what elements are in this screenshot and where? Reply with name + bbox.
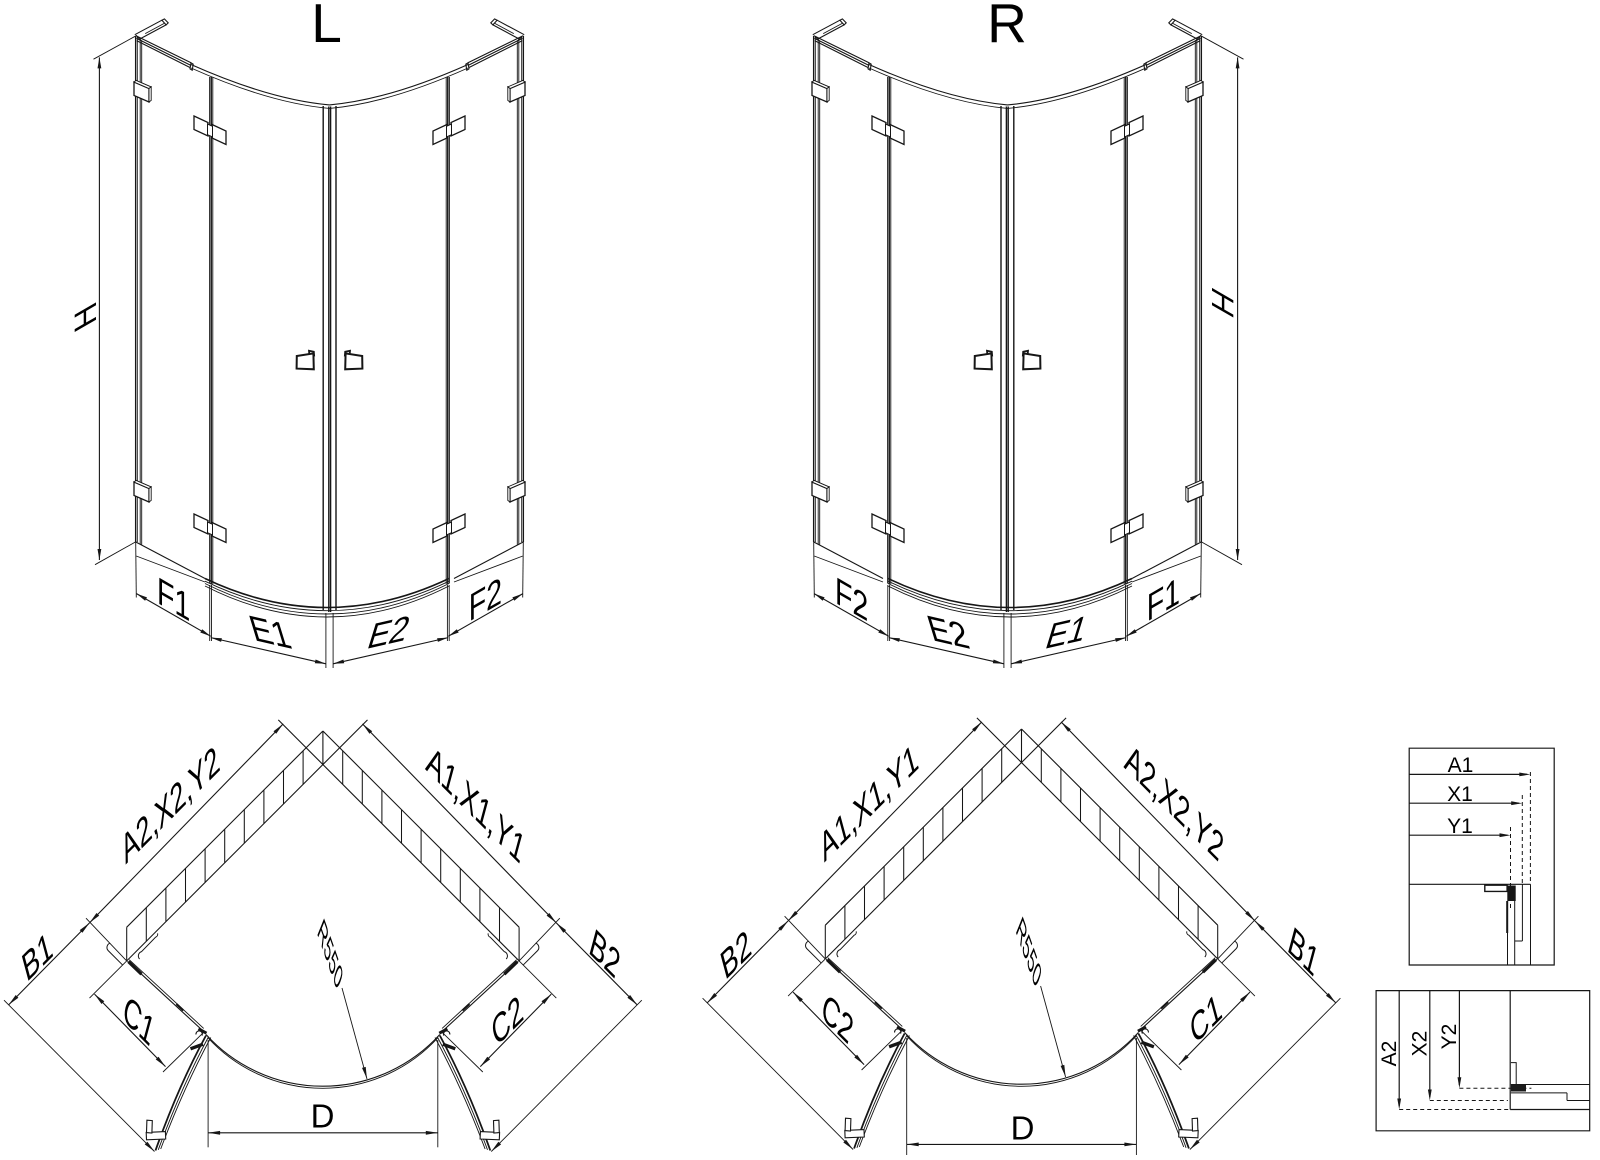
svg-text:Y1: Y1 <box>1447 815 1473 838</box>
svg-text:D: D <box>311 1098 335 1135</box>
svg-text:A2: A2 <box>1378 1041 1401 1067</box>
svg-text:L: L <box>311 0 342 54</box>
svg-text:X2: X2 <box>1409 1031 1432 1057</box>
svg-text:Y2: Y2 <box>1438 1024 1461 1050</box>
svg-text:R: R <box>987 0 1027 54</box>
svg-text:D: D <box>1011 1110 1035 1147</box>
svg-text:X1: X1 <box>1447 783 1473 806</box>
svg-text:A1: A1 <box>1448 754 1474 777</box>
